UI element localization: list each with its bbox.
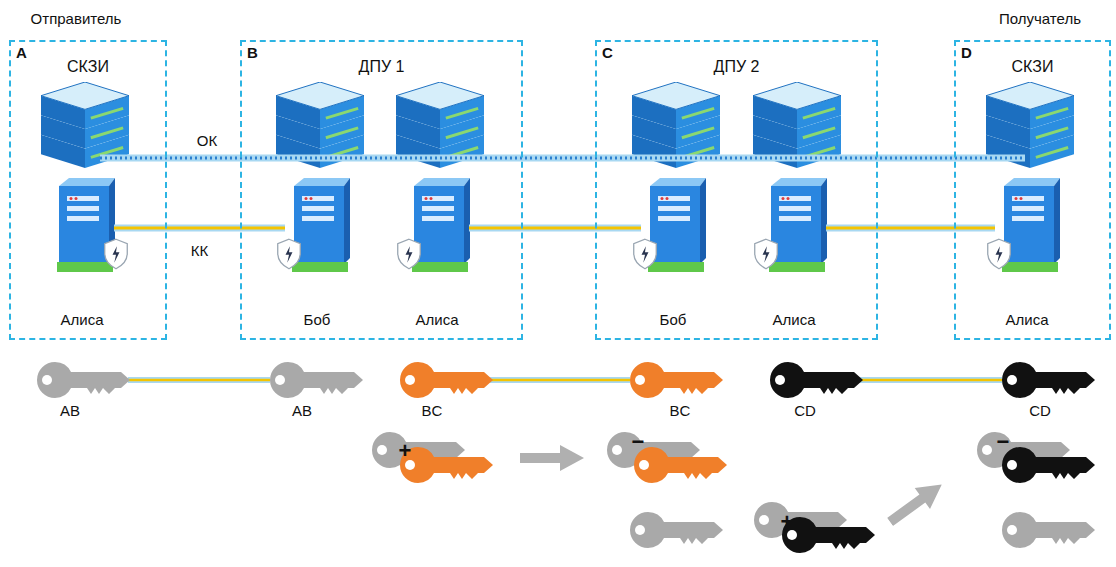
key-label: CD — [794, 402, 816, 419]
participant-box: Алиса — [50, 178, 114, 334]
role-label: Получатель — [999, 10, 1081, 27]
key-label: AB — [292, 402, 312, 419]
channel-line — [469, 225, 641, 232]
open-channel — [100, 155, 1025, 162]
participant-box: Алиса — [762, 178, 826, 334]
site-title: ДПУ 2 — [597, 58, 876, 76]
channel-line — [469, 227, 641, 230]
key-icon — [270, 362, 363, 398]
participant-box: Боб — [641, 178, 705, 334]
key-icon — [400, 362, 493, 398]
key-icon — [630, 512, 723, 548]
participant-name: Алиса — [1006, 311, 1049, 334]
channel-line — [114, 225, 285, 232]
quantum-channel — [826, 228, 995, 229]
key-icon — [1002, 447, 1095, 483]
key-icon — [630, 362, 723, 398]
site-box: CДПУ 2 Боб Алиса — [595, 40, 878, 340]
tower-computer — [648, 178, 706, 272]
key-link — [128, 380, 1002, 381]
participant-box: Алиса — [405, 178, 469, 334]
participant-box: Боб — [285, 178, 349, 334]
site-letter: A — [16, 44, 27, 61]
site-title: СКЗИ — [956, 58, 1109, 76]
site-letter: D — [961, 44, 972, 61]
tower-computer — [412, 178, 470, 272]
site-box: BДПУ 1 Боб Алиса — [240, 40, 523, 340]
key-icon — [634, 447, 727, 483]
site-title: СКЗИ — [11, 58, 165, 76]
key-icon — [1002, 512, 1095, 548]
participant-name: Боб — [660, 311, 687, 334]
key-icon — [1002, 362, 1095, 398]
key-icon — [37, 362, 130, 398]
site-title: ДПУ 1 — [242, 58, 521, 76]
flow-arrow — [882, 474, 949, 533]
role-label: Отправитель — [31, 10, 122, 27]
shield-icon — [105, 239, 128, 268]
channel-line — [826, 227, 995, 230]
key-label: AB — [60, 402, 80, 419]
quantum-channel — [469, 228, 641, 229]
site-box: DСКЗИ Алиса — [954, 40, 1111, 340]
key-sign: − — [997, 431, 1010, 453]
channel-label: КК — [188, 242, 211, 259]
shield-icon — [634, 239, 657, 268]
participant-name: Боб — [304, 311, 331, 334]
participant-box: Алиса — [995, 178, 1059, 334]
key-label: BC — [670, 402, 691, 419]
open-channel — [100, 157, 1025, 160]
key-sign: + — [781, 511, 794, 533]
key-label: BC — [422, 402, 443, 419]
site-letter: B — [247, 44, 258, 61]
shield-icon — [988, 239, 1011, 268]
key-icon — [400, 447, 493, 483]
flow-arrow — [520, 445, 584, 471]
site-letter: C — [602, 44, 613, 61]
channel-line — [826, 225, 995, 232]
key-icon — [782, 517, 875, 553]
key-sign: + — [399, 440, 412, 462]
site-box: AСКЗИ Алиса — [9, 40, 167, 340]
tower-computer — [769, 178, 827, 272]
key-label: CD — [1029, 402, 1051, 419]
participant-name: Алиса — [773, 311, 816, 334]
key-sign: − — [632, 431, 645, 453]
shield-icon — [398, 239, 421, 268]
participant-name: Алиса — [61, 311, 104, 334]
key-icon — [770, 362, 863, 398]
channel-label: ОК — [197, 132, 217, 149]
shield-icon — [755, 239, 778, 268]
quantum-channel — [114, 228, 285, 229]
participant-name: Алиса — [416, 311, 459, 334]
tower-computer — [292, 178, 350, 272]
tower-computer — [1002, 178, 1060, 272]
shield-icon — [278, 239, 301, 268]
channel-line — [114, 227, 285, 230]
